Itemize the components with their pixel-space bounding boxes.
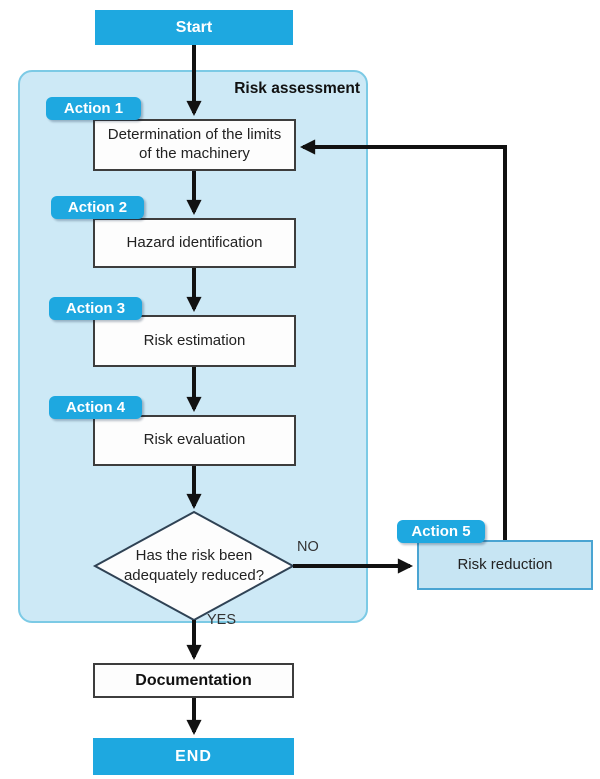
step-box-determination-of-limits: Determination of the limits of the machi…: [93, 119, 296, 171]
action-5-badge: Action 5: [397, 520, 485, 543]
region-label: Risk assessment: [234, 80, 360, 97]
action-3-badge: Action 3: [49, 297, 142, 320]
step-box-hazard-identification: Hazard identification: [93, 218, 296, 268]
yes-branch-label: YES: [207, 612, 237, 628]
step-box-risk-evaluation: Risk evaluation: [93, 415, 296, 466]
risk-reduction-box: Risk reduction: [417, 540, 593, 590]
risk-reduction-label: Risk reduction: [457, 555, 553, 573]
end-node: END: [93, 738, 294, 775]
decision-label: Has the risk been adequately reduced?: [123, 547, 265, 584]
action-4-badge: Action 4: [49, 396, 142, 419]
step-label: Determination of the limits of the machi…: [107, 126, 282, 162]
no-branch-label: NO: [297, 539, 319, 555]
documentation-box: Documentation: [93, 663, 294, 698]
action-1-badge: Action 1: [46, 97, 141, 120]
action-2-badge: Action 2: [51, 196, 144, 219]
step-box-risk-estimation: Risk estimation: [93, 315, 296, 367]
step-label: Risk estimation: [143, 331, 246, 349]
step-label: Risk evaluation: [143, 431, 246, 449]
documentation-label: Documentation: [135, 671, 252, 689]
start-node: Start: [95, 10, 293, 45]
step-label: Hazard identification: [126, 233, 263, 251]
